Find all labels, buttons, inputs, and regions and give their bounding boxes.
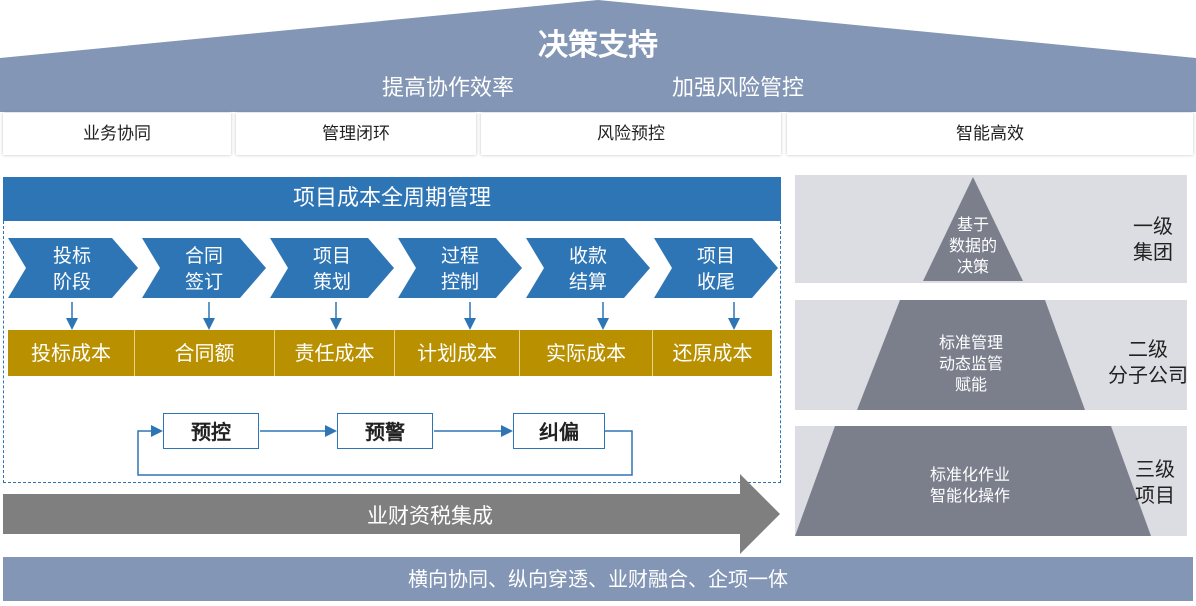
control-box-precontrol: 预控	[163, 413, 259, 449]
pyramid-top	[923, 177, 1023, 281]
cost-cell: 投标成本	[8, 330, 135, 376]
stage-label: 合同签订	[184, 245, 223, 293]
roof-subtitle-right: 加强风险管控	[672, 76, 805, 101]
lifecycle-frame	[3, 221, 781, 483]
integration-arrow	[3, 474, 780, 554]
roof-banner	[0, 0, 1196, 112]
stage-label: 项目收尾	[696, 245, 735, 293]
level-3-label: 三级项目	[1135, 457, 1175, 507]
cost-row: 投标成本 合同额 责任成本 计划成本 实际成本 还原成本	[8, 330, 772, 376]
stage-label: 项目策划	[312, 245, 351, 293]
lifecycle-title: 项目成本全周期管理	[3, 177, 781, 221]
footer-banner: 横向协同、纵向穿透、业财融合、企项一体	[3, 557, 1193, 601]
stage-down-arrows	[66, 302, 740, 330]
stage-chevron-4	[398, 238, 522, 298]
capability-cell: 风险预控	[481, 113, 781, 155]
stage-chevron-2	[142, 238, 266, 298]
level-2-label: 二级分子公司	[1108, 337, 1188, 387]
level-3-description: 标准化作业智能化操作	[929, 465, 1010, 505]
stage-chevron-5	[526, 238, 650, 298]
stage-chevron-1	[8, 238, 138, 298]
control-box-warning: 预警	[337, 413, 433, 449]
control-loop	[137, 425, 633, 476]
control-box-correction: 纠偏	[513, 413, 605, 449]
roof-title: 决策支持	[538, 28, 658, 63]
loop-return	[137, 425, 633, 476]
level-1-label: 一级集团	[1133, 214, 1173, 264]
stage-chevron-6	[654, 238, 778, 298]
stage-label: 投标阶段	[52, 245, 91, 293]
stage-label: 过程控制	[440, 245, 479, 293]
cost-cell: 实际成本	[520, 330, 653, 376]
cost-cell: 责任成本	[275, 330, 395, 376]
integration-label: 业财资税集成	[367, 504, 493, 528]
pyramid-middle	[857, 300, 1085, 410]
pyramid-bottom	[795, 426, 1151, 536]
capability-cell: 管理闭环	[236, 113, 476, 155]
cost-cell: 计划成本	[395, 330, 520, 376]
roof-subtitle-left: 提高协作效率	[382, 76, 515, 101]
capability-cell: 业务协同	[3, 113, 231, 155]
capability-cell: 智能高效	[787, 113, 1193, 155]
cost-cell: 还原成本	[672, 341, 753, 365]
level-1-description: 基于数据的决策	[948, 215, 997, 276]
cost-cell: 合同额	[135, 330, 275, 376]
stage-label: 收款结算	[568, 245, 607, 293]
stage-chevrons	[8, 238, 778, 298]
stage-chevron-3	[270, 238, 394, 298]
level-2-description: 标准管理动态监管赋能	[938, 333, 1003, 394]
